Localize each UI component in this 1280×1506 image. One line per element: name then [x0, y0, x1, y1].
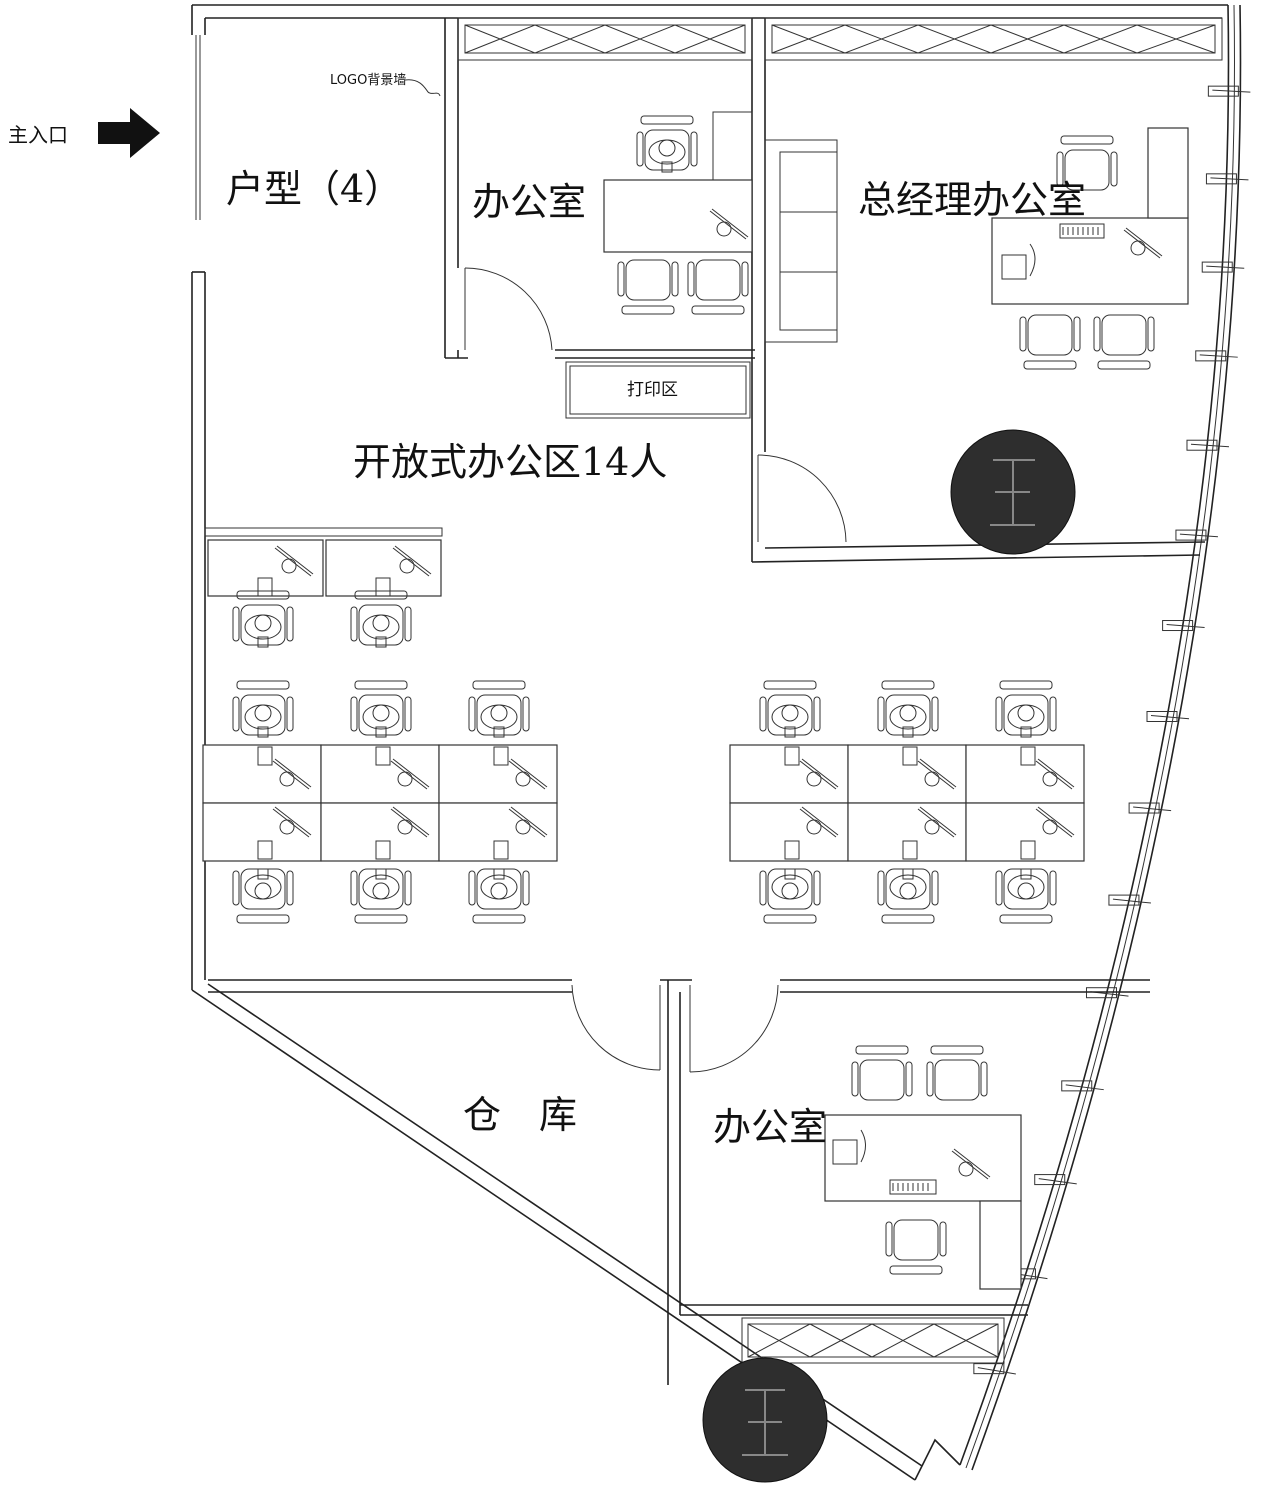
monitor-icon — [709, 208, 749, 240]
monitor-icon — [1035, 806, 1075, 838]
monitor-icon — [390, 806, 430, 838]
keyboard-icon — [889, 1179, 937, 1195]
chair-icon — [877, 868, 939, 924]
chair-icon — [995, 868, 1057, 924]
interior-walls — [208, 18, 1206, 1385]
facade-mullions — [973, 85, 1251, 1375]
main-entrance-label: 主入口 — [8, 123, 68, 147]
chair-icon — [468, 868, 530, 924]
office-top-label: 办公室 — [472, 180, 586, 224]
chair-icon — [759, 868, 821, 924]
monitor-icon — [390, 758, 430, 790]
desk-icon — [965, 744, 1085, 804]
monitor-icon — [1035, 758, 1075, 790]
desk-icon — [847, 744, 967, 804]
chair-icon — [617, 259, 679, 315]
monitor-icon — [917, 806, 957, 838]
arrow-right-icon — [98, 108, 160, 158]
desk-icon — [202, 802, 322, 862]
monitor-icon — [799, 806, 839, 838]
print-area — [565, 361, 751, 419]
warehouse-label: 仓 库 — [463, 1093, 577, 1137]
chair-icon — [995, 680, 1057, 738]
keyboard-icon — [1059, 223, 1105, 239]
monitor-icon — [799, 758, 839, 790]
monitor-icon — [272, 758, 312, 790]
desk-icon — [325, 539, 442, 597]
desk-icon — [438, 744, 558, 804]
chair-icon — [350, 590, 412, 648]
chair-icon — [687, 259, 749, 315]
office-bottom-label: 办公室 — [713, 1105, 827, 1149]
logo-wall-label: LOGO背景墙 — [330, 73, 406, 88]
furniture — [202, 111, 1189, 1290]
chair-icon — [350, 868, 412, 924]
monitor-icon — [392, 545, 432, 577]
chair-icon — [885, 1219, 947, 1275]
chair-icon — [1019, 314, 1081, 370]
chair-icon — [851, 1045, 913, 1101]
print-area-label: 打印区 — [627, 380, 678, 400]
open-office-label: 开放式办公区14人 — [353, 440, 667, 484]
monitor-icon — [508, 758, 548, 790]
chair-icon — [350, 680, 412, 738]
cabinet-top-right — [764, 17, 1223, 61]
desk-icon — [603, 179, 753, 253]
phone-icon — [1001, 243, 1036, 280]
logo-wall-leader — [404, 79, 441, 97]
chair-icon — [877, 680, 939, 738]
chair-icon — [1056, 135, 1118, 191]
monitor-icon — [508, 806, 548, 838]
sofa — [764, 139, 838, 343]
monitor-icon — [917, 758, 957, 790]
door-swing-icon — [464, 267, 847, 1073]
desk-icon — [729, 802, 849, 862]
chair-icon — [232, 680, 294, 738]
monitor-icon — [951, 1148, 991, 1180]
desk-icon — [847, 802, 967, 862]
chair-icon — [759, 680, 821, 738]
chair-icon — [232, 590, 294, 648]
desk-icon — [202, 744, 322, 804]
desk-icon — [965, 802, 1085, 862]
desk-icon — [729, 744, 849, 804]
desk-icon — [320, 744, 440, 804]
unit-type-label: 户型（4） — [226, 167, 402, 211]
desk-icon — [991, 217, 1189, 305]
chair-icon — [926, 1045, 988, 1101]
cabinet-top-left — [457, 17, 753, 61]
chair-icon — [468, 680, 530, 738]
chair-icon — [1093, 314, 1155, 370]
gm-office-label: 总经理办公室 — [858, 178, 1086, 222]
cabinet-bottom — [741, 1317, 1005, 1364]
chair-icon — [636, 115, 698, 173]
monitor-icon — [274, 545, 314, 577]
chair-icon — [232, 868, 294, 924]
phone-icon — [832, 1129, 866, 1165]
desk-icon — [320, 802, 440, 862]
monitor-icon — [272, 806, 312, 838]
monitor-icon — [1123, 227, 1163, 259]
desk-icon — [438, 802, 558, 862]
pillar-icon — [702, 429, 1076, 1483]
desk-icon — [207, 539, 324, 597]
